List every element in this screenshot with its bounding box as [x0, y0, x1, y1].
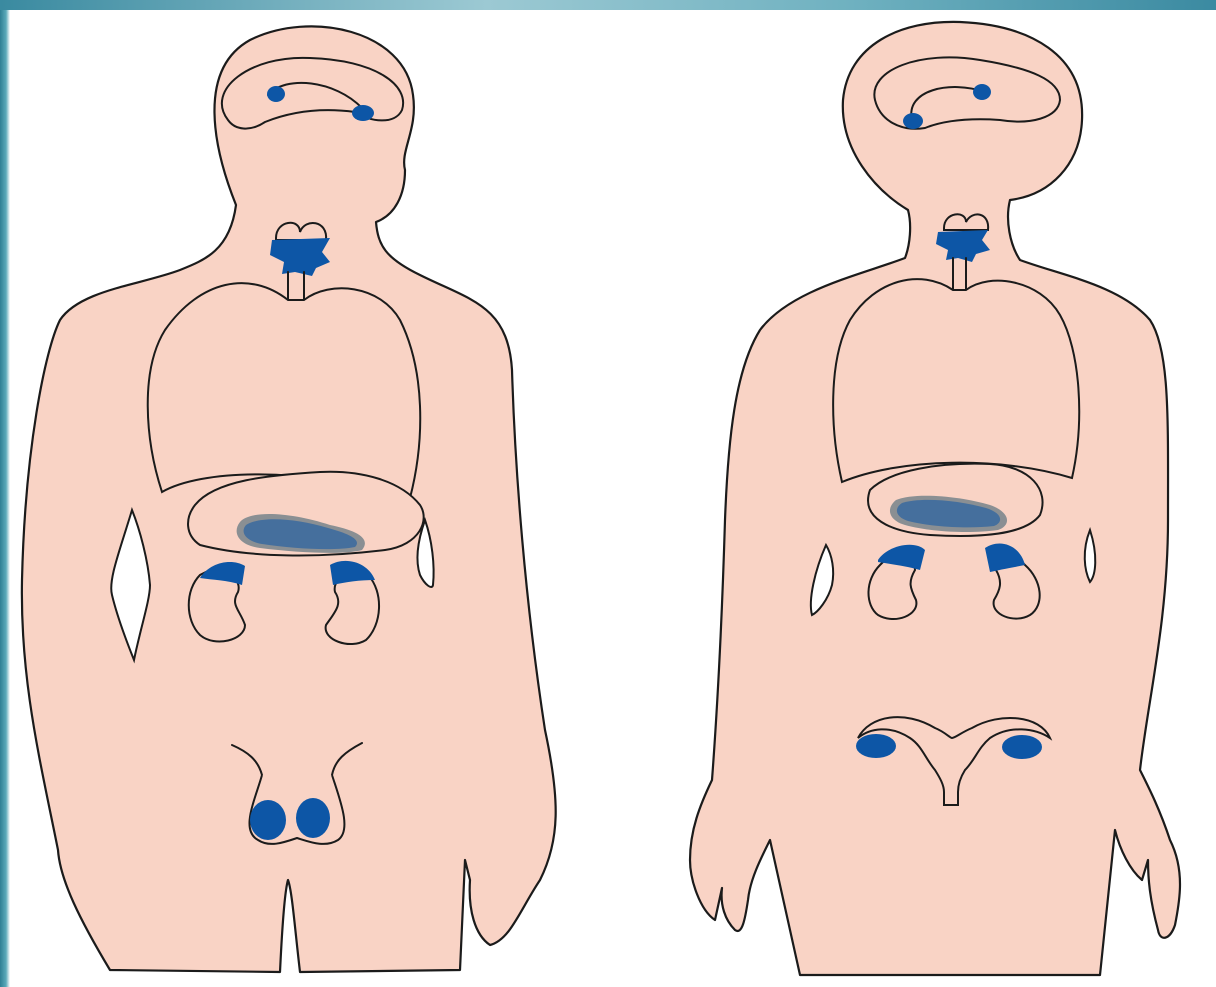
pineal-gland-female	[973, 84, 991, 100]
ovary-left	[856, 734, 896, 758]
male-figure	[22, 26, 556, 972]
ovary-right	[1002, 735, 1042, 759]
pituitary-gland-male	[352, 105, 374, 121]
female-figure	[690, 22, 1180, 975]
testis-left	[250, 800, 286, 840]
pituitary-gland-female	[903, 113, 923, 129]
pineal-gland-male	[267, 86, 285, 102]
female-lungs	[833, 279, 1079, 482]
testis-right	[296, 798, 330, 838]
male-lungs	[148, 283, 420, 498]
